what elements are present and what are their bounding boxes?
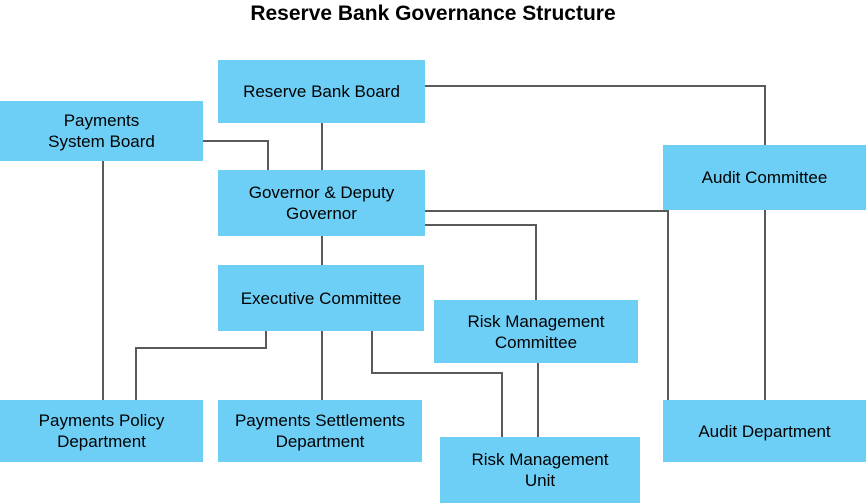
node-risk-management-unit[interactable]: Risk Management Unit (440, 437, 640, 503)
node-label: Governor & Deputy Governor (248, 183, 395, 223)
node-label: Audit Committee (701, 168, 828, 187)
connector-rbb-to-audit-committee (425, 85, 766, 145)
node-executive-committee[interactable]: Executive Committee (218, 265, 424, 331)
node-label: Audit Department (698, 421, 831, 441)
connector-governor-to-risk-committee (425, 224, 537, 300)
connector-psb-to-governor (203, 140, 269, 170)
node-payments-system-board[interactable]: Payments System Board (0, 101, 203, 161)
node-label: Payments Settlements Department (234, 411, 406, 451)
node-label: Executive Committee (240, 288, 402, 308)
page-title: Reserve Bank Governance Structure (250, 2, 616, 25)
node-label: Risk Management Unit (471, 450, 609, 490)
node-reserve-bank-board[interactable]: Reserve Bank Board (218, 60, 425, 123)
node-governor-deputy-governor[interactable]: Governor & Deputy Governor (218, 170, 425, 236)
connector-executive-to-payments-policy (135, 331, 267, 400)
node-label: Reserve Bank Board (243, 82, 400, 101)
node-audit-department[interactable]: Audit Department (663, 400, 866, 462)
node-label: Payments System Board (48, 111, 155, 151)
node-risk-management-committee[interactable]: Risk Management Committee (434, 300, 638, 363)
node-audit-committee[interactable]: Audit Committee (663, 145, 866, 210)
node-label: Payments Policy Department (38, 411, 165, 451)
node-payments-settlements-department[interactable]: Payments Settlements Department (218, 400, 422, 462)
node-payments-policy-department[interactable]: Payments Policy Department (0, 400, 203, 462)
node-label: Risk Management Committee (467, 311, 605, 352)
